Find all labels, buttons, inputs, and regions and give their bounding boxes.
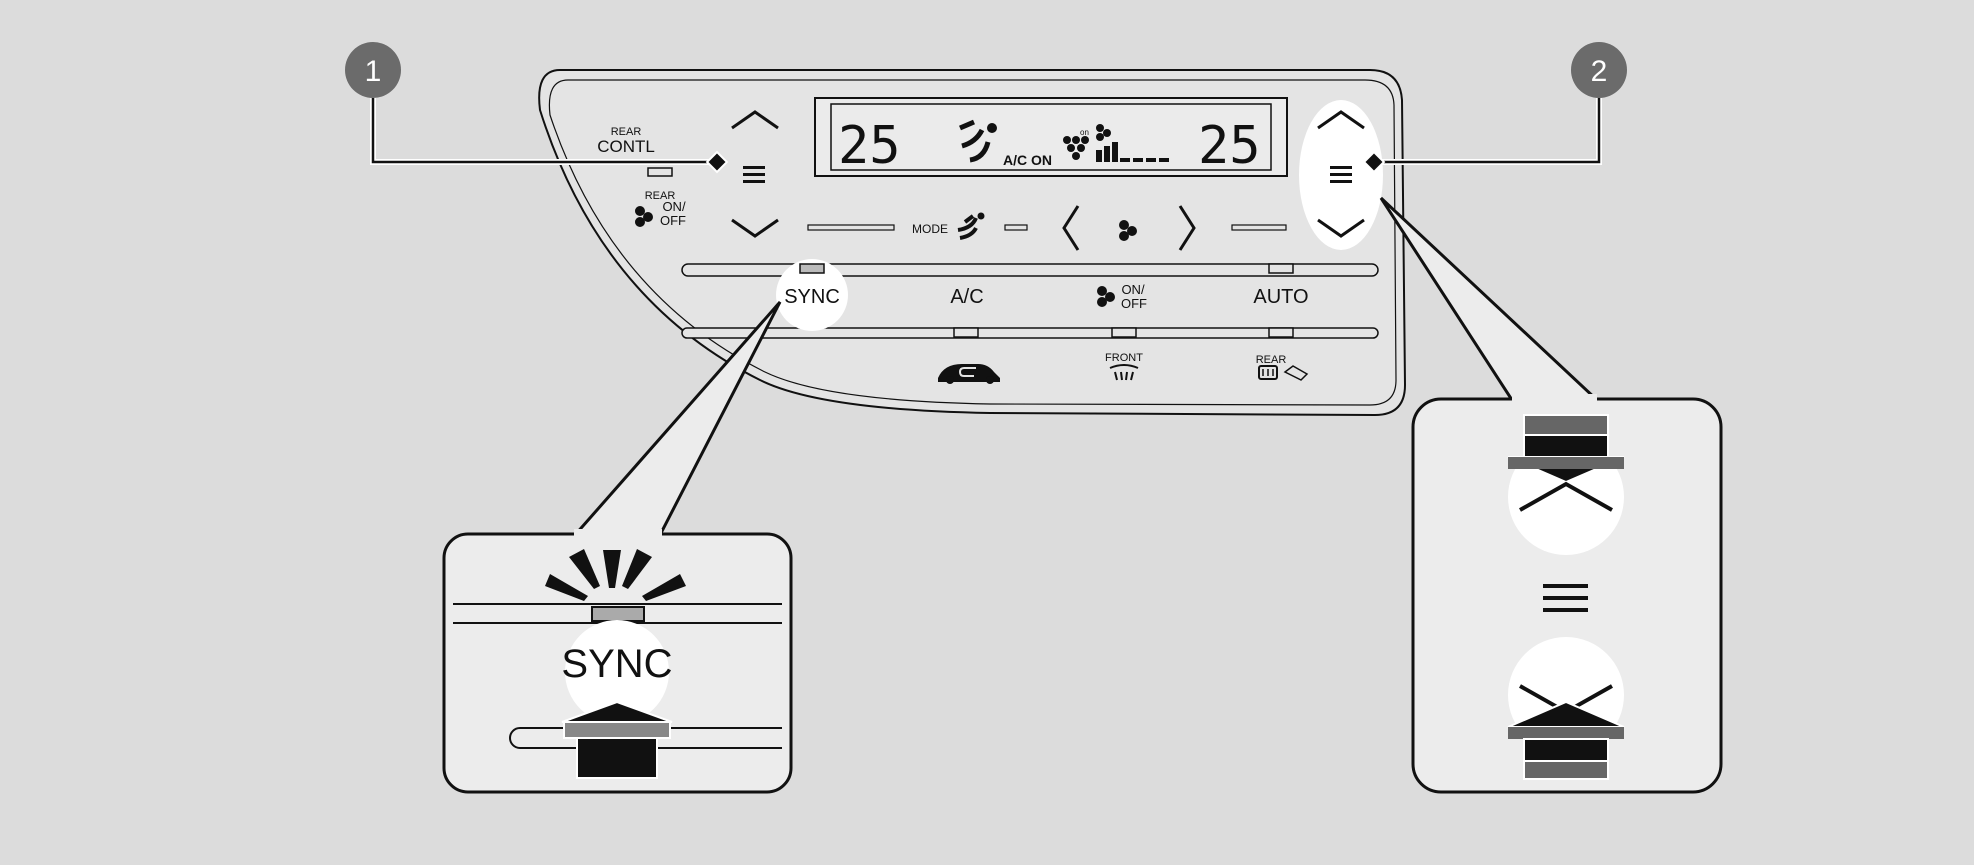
ac-on-indicator: A/C ON [1003, 152, 1052, 168]
ventilation-mode-icon [959, 119, 991, 163]
zoom-right-pointer [1379, 196, 1601, 402]
rear-fan-label-top: REAR [645, 190, 676, 202]
recirculation-icon[interactable] [938, 364, 1000, 384]
indicator-flash-icon [545, 549, 686, 601]
sync-indicator [799, 263, 825, 274]
rear-contl-label: CONTL [597, 137, 655, 156]
mode-airflow-icon [957, 214, 978, 240]
zoom-left-pointer [571, 301, 782, 537]
rear-defrost-icon[interactable] [1258, 365, 1309, 381]
left-temperature: 25 [838, 116, 901, 176]
press-arrow-icon [561, 700, 673, 779]
lcd-display [814, 97, 1288, 177]
fan-icon [1097, 286, 1115, 307]
zoom-sync-label: SYNC [561, 642, 672, 686]
rear-defrost-indicator [1268, 327, 1294, 338]
zoom-sync-indicator [591, 606, 645, 622]
mode-label: MODE [912, 222, 948, 236]
press-up-arrow-icon [1507, 684, 1625, 780]
callout-2-number: 2 [1591, 55, 1608, 88]
recirc-on-label: on [1080, 128, 1089, 137]
driver-temp-control[interactable] [731, 110, 779, 238]
callout-1-number: 1 [365, 55, 382, 88]
chevron-up-icon[interactable] [1317, 110, 1365, 130]
callout-2-line [1375, 98, 1602, 165]
front-defrost-indicator [1111, 327, 1137, 338]
sync-button[interactable]: SYNC [784, 286, 840, 308]
grape-icon [1063, 136, 1089, 160]
fan-decrease-icon[interactable] [1062, 205, 1080, 251]
sync-highlight [776, 259, 848, 331]
chevron-down-icon[interactable] [731, 218, 779, 238]
fan-onoff-on[interactable]: ON/ [1121, 282, 1145, 297]
callout-2-badge [1571, 42, 1627, 98]
fan-speed-bars [1096, 142, 1169, 162]
fan-icon [635, 206, 653, 227]
fan-level-icon [1096, 124, 1111, 141]
front-defrost-icon[interactable] [1109, 364, 1139, 381]
press-down-arrow-icon [1507, 414, 1625, 512]
fan-onoff-off[interactable]: OFF [1121, 296, 1147, 311]
rear-contl-indicator [647, 167, 673, 177]
rear-fan-on-label: ON/ [662, 199, 686, 214]
menu-lines-icon [1543, 584, 1588, 612]
auto-indicator [1268, 263, 1294, 274]
chevron-up-icon[interactable] [731, 110, 779, 130]
right-temperature: 25 [1198, 116, 1261, 176]
callout-1-badge [345, 42, 401, 98]
rear-defrost-label: REAR [1256, 354, 1287, 366]
rear-contl-label-top: REAR [611, 126, 642, 138]
auto-button[interactable]: AUTO [1253, 286, 1308, 308]
fan-increase-icon[interactable] [1178, 205, 1196, 251]
rear-fan-off-label: OFF [660, 213, 686, 228]
fan-speed-icon [1119, 220, 1137, 241]
front-defrost-label: FRONT [1105, 352, 1143, 364]
recirc-indicator [953, 327, 979, 338]
passenger-temp-control[interactable] [1317, 110, 1365, 238]
chevron-down-icon[interactable] [1317, 218, 1365, 238]
ac-button[interactable]: A/C [950, 286, 983, 308]
